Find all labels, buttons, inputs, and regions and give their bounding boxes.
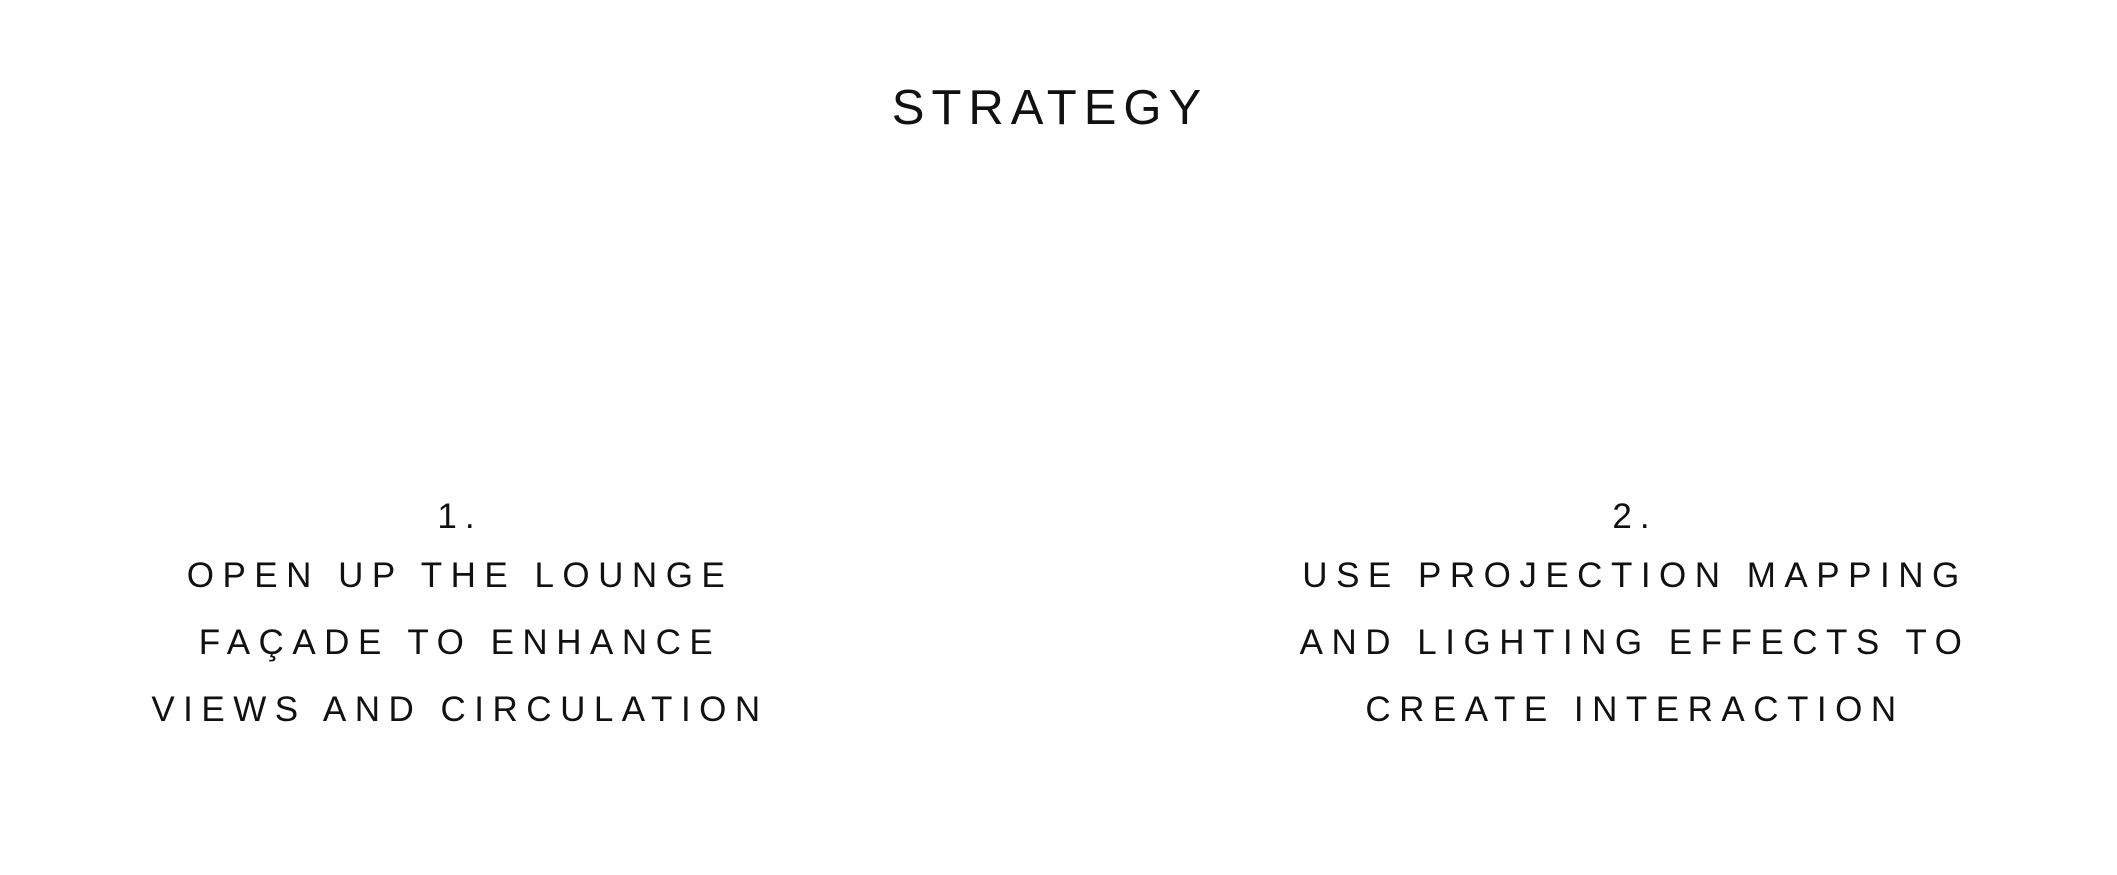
strategy-number-1: 1.: [437, 497, 483, 536]
strategy-item-1: 1. OPEN UP THE LOUNGE FAÇADE TO ENHANCE …: [60, 492, 860, 743]
strategy-1-line-2: FAÇADE TO ENHANCE: [198, 623, 722, 662]
strategy-1-line-3: VIEWS AND CIRCULATION: [151, 690, 769, 729]
strategy-number-2: 2.: [1612, 497, 1658, 536]
strategy-2-line-1: USE PROJECTION MAPPING: [1302, 556, 1968, 595]
strategy-2-line-2: AND LIGHTING EFFECTS TO: [1299, 623, 1971, 662]
strategy-2-line-3: CREATE INTERACTION: [1365, 690, 1905, 729]
strategy-item-2: 2. USE PROJECTION MAPPING AND LIGHTING E…: [1235, 492, 2035, 743]
strategy-1-line-1: OPEN UP THE LOUNGE: [186, 556, 734, 595]
page-title: STRATEGY: [891, 81, 1209, 135]
